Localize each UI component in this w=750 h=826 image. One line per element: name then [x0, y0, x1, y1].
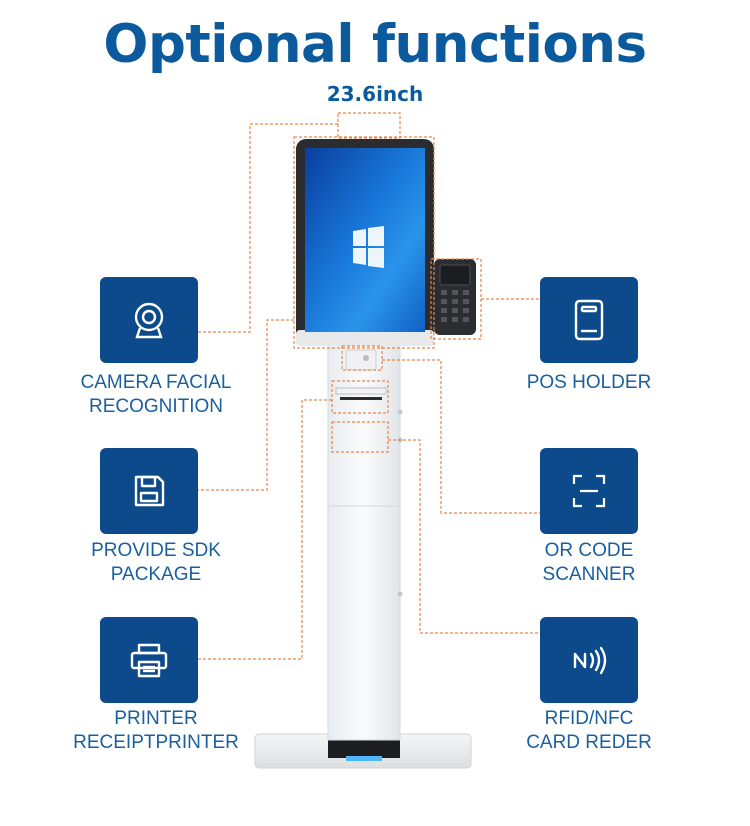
rfid-feature-label: RFID/NFC CARD REDER	[526, 708, 652, 753]
camera-feature-label: CAMERA FACIAL RECOGNITION	[80, 372, 232, 417]
screen-size-label: 23.6inch	[326, 82, 424, 106]
floppy-disk-icon	[134, 475, 165, 507]
webcam-icon	[134, 302, 164, 339]
nfc-icon	[573, 646, 607, 675]
qr-feature-box	[540, 448, 638, 534]
qr-scan-icon	[572, 474, 606, 508]
pos-terminal-icon	[574, 299, 604, 341]
pos-feature-box	[540, 277, 638, 363]
page-title: Optional functions	[103, 14, 647, 75]
pos-feature-label: POS HOLDER	[526, 372, 652, 393]
sdk-feature-box	[100, 448, 198, 534]
windows-logo-icon	[353, 226, 384, 268]
printer-feature-box	[100, 617, 198, 703]
sdk-feature-label: PROVIDE SDK PACKAGE	[91, 540, 221, 585]
qr-feature-label: OR CODE SCANNER	[542, 540, 636, 585]
rfid-feature-box	[540, 617, 638, 703]
printer-feature-label: PRINTER RECEIPTPRINTER	[73, 708, 239, 753]
pos-terminal-device	[434, 259, 476, 335]
camera-feature-box	[100, 277, 198, 363]
printer-icon	[130, 643, 168, 678]
